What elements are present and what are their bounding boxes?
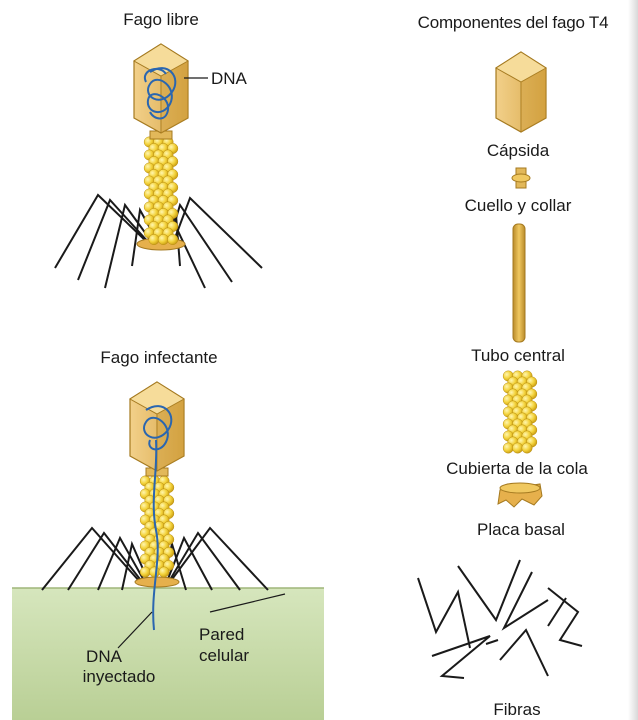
label-injected-dna-line2: inyectado [83, 667, 156, 687]
title-components: Componentes del fago T4 [418, 13, 609, 33]
label-cell-wall-line1: Pared [199, 625, 244, 645]
label-fibers: Fibras [493, 700, 540, 720]
sheath-bead [140, 567, 150, 577]
infecting-phage-base-plate [135, 577, 179, 587]
page-edge-shadow [628, 0, 638, 720]
sheath-bead [512, 443, 522, 453]
component-tail-sheath-art [503, 371, 537, 453]
sheath-bead [149, 234, 159, 244]
sheath-bead [522, 443, 532, 453]
title-infecting-phage: Fago infectante [100, 348, 217, 368]
component-central-tube-art [513, 224, 525, 342]
sheath-bead [503, 443, 513, 453]
label-base-plate: Placa basal [477, 520, 565, 540]
component-fibers-art [418, 560, 582, 678]
label-capsid: Cápsida [487, 141, 549, 161]
component-capsid-art [496, 52, 546, 132]
component-neck-collar-art [512, 168, 530, 188]
label-neck-collar: Cuello y collar [465, 196, 572, 216]
sheath-bead [158, 234, 168, 244]
cell-wall [12, 588, 324, 720]
label-tail-sheath: Cubierta de la cola [446, 459, 588, 479]
label-cell-wall-line2: celular [199, 646, 249, 666]
free-phage-capsid [134, 44, 188, 133]
label-dna: DNA [211, 69, 247, 89]
component-base-plate-art [498, 483, 542, 507]
title-free-phage: Fago libre [123, 10, 199, 30]
sheath-bead [149, 567, 159, 577]
label-injected-dna-line1: DNA [86, 647, 122, 667]
sheath-bead [168, 234, 178, 244]
free-phage-tail-sheath [144, 137, 178, 245]
label-central-tube: Tubo central [471, 346, 565, 366]
sheath-bead [159, 567, 169, 577]
